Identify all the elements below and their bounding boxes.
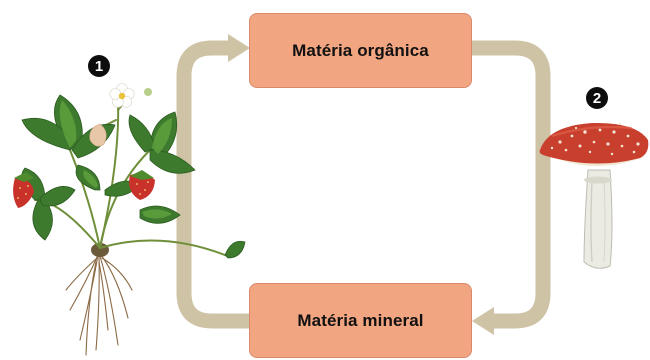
arrow-mineral-to-organic <box>184 48 249 321</box>
cycle-arrows <box>184 48 543 321</box>
arrow-organic-to-mineral <box>472 48 543 321</box>
mushroom-number-label: 2 <box>593 90 601 107</box>
mushroom-number-badge: 2 <box>586 87 608 109</box>
flower <box>110 84 134 108</box>
arrowhead-top <box>228 34 250 62</box>
organic-matter-box: Matéria orgânica <box>249 13 472 88</box>
plant-number-label: 1 <box>95 58 103 75</box>
arrowhead-bottom <box>472 307 494 335</box>
organic-matter-label: Matéria orgânica <box>292 41 429 61</box>
mushroom-icon <box>540 123 649 268</box>
mineral-matter-label: Matéria mineral <box>297 311 423 331</box>
mineral-matter-box: Matéria mineral <box>249 283 472 358</box>
plant-number-badge: 1 <box>88 55 110 77</box>
